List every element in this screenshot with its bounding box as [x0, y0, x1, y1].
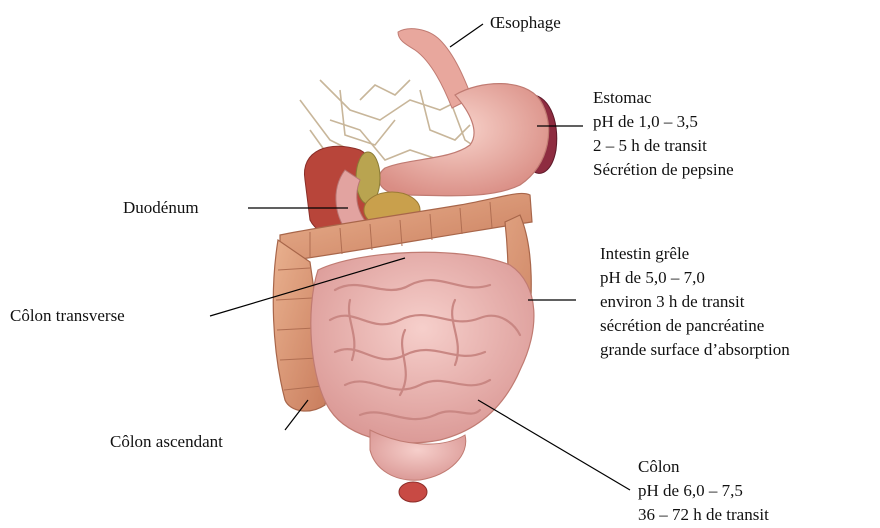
intestin-absorption: grande surface d’absorption	[600, 338, 790, 362]
intestin-ph: pH de 5,0 – 7,0	[600, 266, 790, 290]
colon-ph: pH de 6,0 – 7,5	[638, 479, 769, 503]
leader-line-colon	[478, 400, 630, 490]
label-intestin-grele: Intestin grêle pH de 5,0 – 7,0 environ 3…	[600, 242, 790, 362]
duodenum-name: Duodénum	[123, 196, 199, 220]
label-estomac: Estomac pH de 1,0 – 3,5 2 – 5 h de trans…	[593, 86, 734, 182]
label-duodenum: Duodénum	[123, 196, 199, 220]
colon-name: Côlon	[638, 455, 769, 479]
leader-line-oesophage	[450, 24, 483, 47]
oesophage-name: Œsophage	[490, 11, 561, 35]
label-colon-ascendant: Côlon ascendant	[110, 430, 223, 454]
stomach-shape	[379, 84, 549, 196]
colon-ascendant-name: Côlon ascendant	[110, 430, 223, 454]
intestin-secretion: sécrétion de pancréatine	[600, 314, 790, 338]
estomac-secretion: Sécrétion de pepsine	[593, 158, 734, 182]
label-colon: Côlon pH de 6,0 – 7,5 36 – 72 h de trans…	[638, 455, 769, 527]
rectum-shape	[399, 482, 427, 502]
colon-transit: 36 – 72 h de transit	[638, 503, 769, 527]
estomac-ph: pH de 1,0 – 3,5	[593, 110, 734, 134]
intestin-transit: environ 3 h de transit	[600, 290, 790, 314]
estomac-name: Estomac	[593, 86, 734, 110]
intestin-name: Intestin grêle	[600, 242, 790, 266]
label-oesophage: Œsophage	[490, 11, 561, 35]
estomac-transit: 2 – 5 h de transit	[593, 134, 734, 158]
colon-transverse-name: Côlon transverse	[10, 304, 125, 328]
label-colon-transverse: Côlon transverse	[10, 304, 125, 328]
